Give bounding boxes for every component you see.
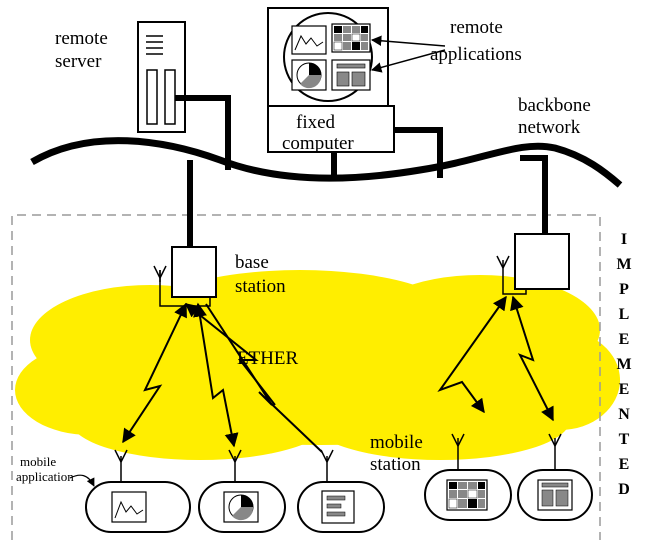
implemented-letter: M	[616, 356, 631, 373]
mobile-station-label-line2: station	[370, 454, 421, 475]
remote-server-label-line1: remote	[55, 28, 108, 49]
implemented-letter: D	[618, 481, 630, 498]
arrow-remote-app-1	[370, 35, 446, 47]
implemented-letter: E	[619, 331, 630, 348]
arrow-remote-app-2	[370, 49, 446, 73]
mobile-station-label-line1: mobile	[370, 432, 423, 453]
form-window-icon	[331, 59, 371, 91]
pie-window-icon	[291, 59, 327, 91]
ether-label: ETHER	[237, 348, 299, 369]
grid-window-icon	[331, 23, 371, 53]
implemented-letter: P	[619, 281, 629, 298]
fixed-computer-label-line2: computer	[282, 133, 354, 154]
ether-cloud	[15, 270, 620, 460]
implemented-letter: M	[616, 256, 631, 273]
base-station-right	[496, 233, 570, 295]
backbone-label-line1: backbone	[518, 95, 591, 116]
remote-applications-label-line2: applications	[430, 44, 522, 65]
radio-links	[122, 295, 554, 453]
mobile-application-label-line1: mobile	[20, 454, 56, 469]
backbone-network	[30, 137, 623, 188]
mobile-station-3	[297, 449, 385, 533]
remote-server-label-line2: server	[55, 51, 102, 72]
backbone-connections	[175, 95, 548, 248]
implemented-letter: T	[619, 431, 630, 448]
implemented-letter: I	[621, 231, 627, 248]
implemented-letter: N	[618, 406, 630, 423]
mobile-application-arrow	[69, 474, 95, 487]
base-station-label-line2: station	[235, 276, 286, 297]
backbone-label-line2: network	[518, 117, 581, 138]
mobile-station-2	[198, 449, 286, 533]
fixed-computer-label-line1: fixed	[296, 112, 336, 133]
implemented-letter: L	[619, 306, 630, 323]
mobile-station-5	[517, 433, 593, 521]
implemented-letter: E	[619, 456, 630, 473]
mobile-station-1	[85, 449, 191, 533]
remote-server	[137, 21, 186, 133]
implemented-boundary	[11, 214, 601, 540]
implemented-label: I M P L E M E N T E D	[616, 231, 631, 498]
mobile-station-4	[424, 433, 512, 521]
implemented-letter: E	[619, 381, 630, 398]
mobile-application-label-line2: application	[16, 469, 74, 484]
fixed-computer	[267, 7, 395, 153]
base-station-label-line1: base	[235, 252, 269, 273]
remote-applications-label-line1: remote	[450, 17, 503, 38]
